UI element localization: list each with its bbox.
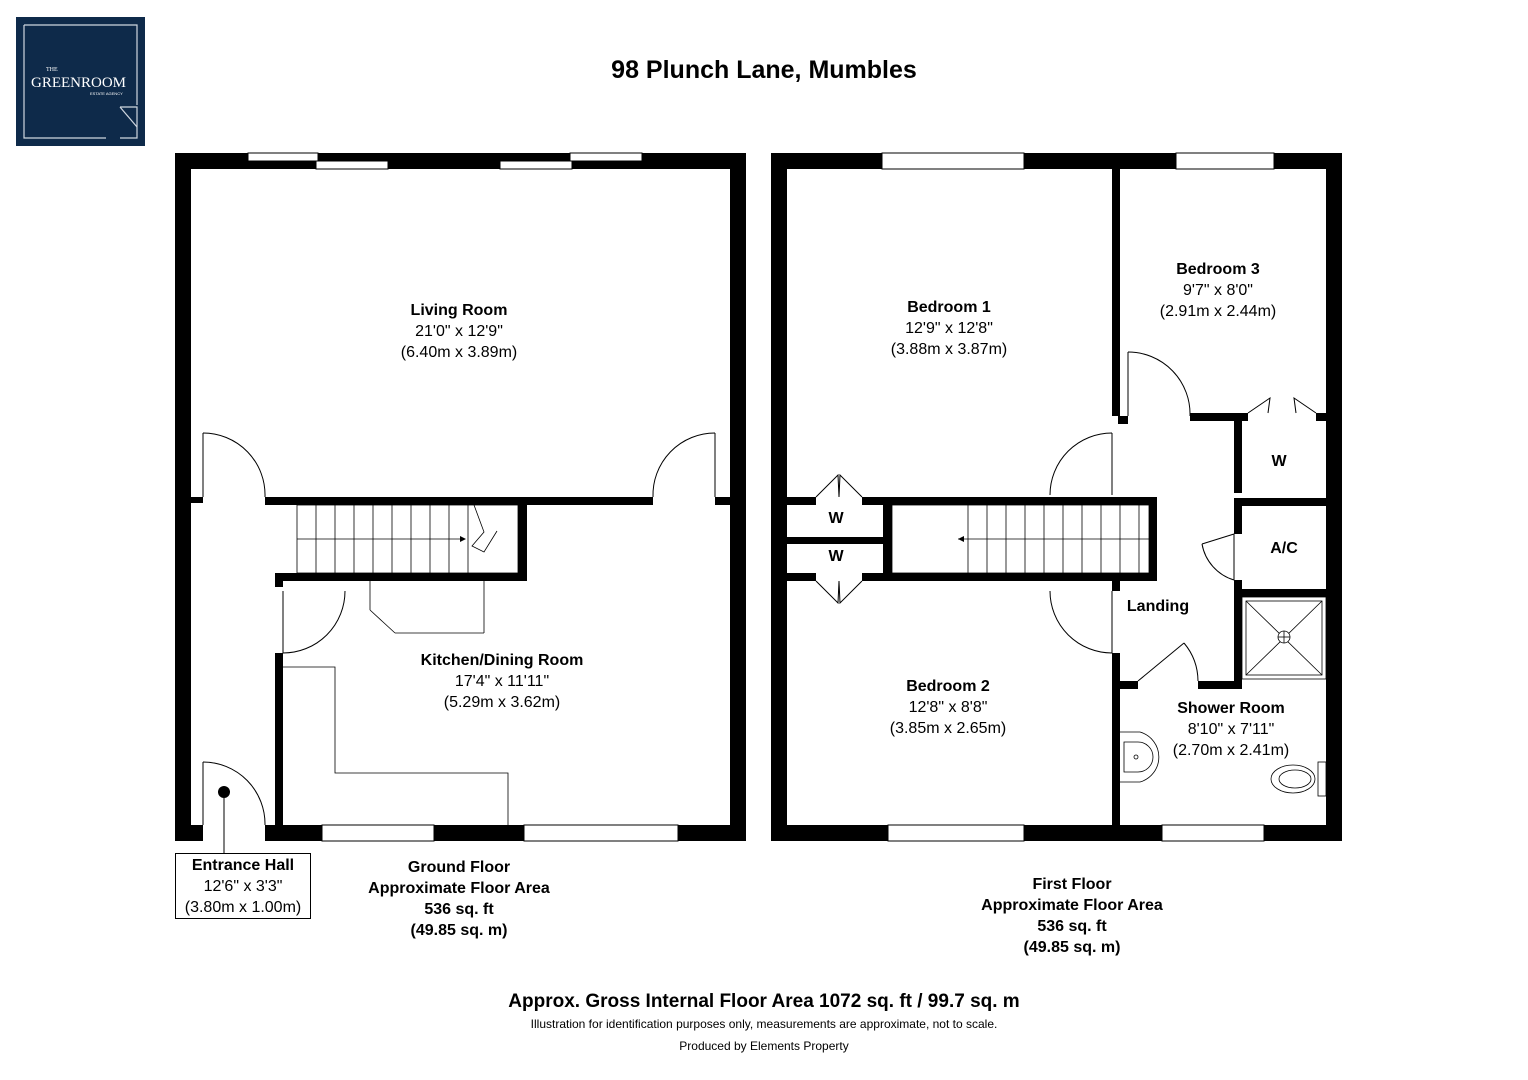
room-name: Shower Room: [1177, 700, 1285, 717]
agency-logo: THE GREENROOM ESTATE AGENCY: [16, 17, 145, 146]
ground-floor-windows: [247, 152, 679, 842]
room-size-imperial: 8'10" x 7'11": [1187, 721, 1275, 738]
first-floor-stairs: [891, 504, 1150, 574]
svg-text:ESTATE AGENCY: ESTATE AGENCY: [90, 91, 123, 96]
room-size-metric: (3.80m x 1.00m): [184, 899, 302, 916]
bedroom-1-label: Bedroom 1 12'9" x 12'8" (3.88m x 3.87m): [829, 297, 1069, 360]
shower-tray: [1241, 596, 1327, 680]
first-floor-area: First Floor Approximate Floor Area 536 s…: [942, 874, 1202, 958]
disclaimer: Illustration for identification purposes…: [530, 1017, 998, 1031]
basin: [1120, 731, 1160, 783]
room-name: Bedroom 3: [1176, 261, 1260, 278]
living-room-label: Living Room 21'0" x 12'9" (6.40m x 3.89m…: [339, 300, 579, 363]
floor-area-sqft: 536 sq. ft: [424, 901, 494, 918]
entrance-hall-label: Entrance Hall 12'6" x 3'3" (3.80m x 1.00…: [175, 853, 311, 919]
floor-area-caption: Approximate Floor Area: [981, 897, 1163, 914]
wardrobe-label: W: [828, 510, 844, 527]
floor-name: First Floor: [1032, 876, 1112, 893]
bedroom-3-label: Bedroom 3 9'7" x 8'0" (2.91m x 2.44m): [1098, 259, 1338, 322]
svg-text:THE: THE: [46, 67, 58, 73]
ground-floor-doors: [202, 432, 716, 826]
kitchen-worktop: [283, 666, 509, 825]
room-size-metric: (3.85m x 2.65m): [889, 720, 1007, 737]
shower-room-label: Shower Room 8'10" x 7'11" (2.70m x 2.41m…: [1111, 698, 1351, 761]
room-name: Bedroom 2: [906, 678, 990, 695]
floor-name: Ground Floor: [407, 859, 511, 876]
room-size-imperial: 12'6" x 3'3": [203, 878, 283, 895]
airing-cupboard-label: A/C: [1270, 540, 1298, 557]
room-size-imperial: 9'7" x 8'0": [1183, 282, 1253, 299]
room-size-imperial: 21'0" x 12'9": [415, 323, 503, 340]
room-name: Living Room: [410, 302, 508, 319]
room-size-imperial: 12'8" x 8'8": [908, 699, 988, 716]
kitchen-dining-label: Kitchen/Dining Room 17'4" x 11'11" (5.29…: [382, 650, 622, 713]
svg-text:GREENROOM: GREENROOM: [31, 75, 126, 91]
wardrobe-label: W: [828, 548, 844, 565]
floor-area-sqft: 536 sq. ft: [1037, 918, 1107, 935]
first-floor-windows: [881, 152, 1275, 842]
room-size-imperial: 12'9" x 12'8": [905, 320, 993, 337]
room-size-imperial: 17'4" x 11'11": [454, 673, 550, 690]
first-floor-doors: [815, 351, 1317, 682]
ground-floor-area: Ground Floor Approximate Floor Area 536 …: [329, 857, 589, 941]
room-size-metric: (3.88m x 3.87m): [890, 341, 1008, 358]
room-size-metric: (2.70m x 2.41m): [1172, 742, 1290, 759]
floor-area-sqm: (49.85 sq. m): [410, 922, 508, 939]
wardrobe-label: W: [1271, 453, 1287, 470]
landing-label: Landing: [1126, 598, 1190, 615]
bedroom-2-label: Bedroom 2 12'8" x 8'8" (3.85m x 2.65m): [828, 676, 1068, 739]
ground-floor-walls: [175, 153, 746, 841]
door-knob: [218, 786, 230, 798]
room-name: Bedroom 1: [907, 299, 991, 316]
produced-by: Produced by Elements Property: [679, 1039, 849, 1053]
floor-area-caption: Approximate Floor Area: [368, 880, 550, 897]
ground-floor-stairs: [296, 504, 519, 634]
room-size-metric: (2.91m x 2.44m): [1159, 303, 1277, 320]
page-title: 98 Plunch Lane, Mumbles: [611, 56, 917, 84]
room-name: Entrance Hall: [191, 857, 295, 874]
floor-area-sqm: (49.85 sq. m): [1023, 939, 1121, 956]
toilet: [1270, 761, 1327, 797]
room-size-metric: (5.29m x 3.62m): [443, 694, 561, 711]
room-size-metric: (6.40m x 3.89m): [400, 344, 518, 361]
room-name: Kitchen/Dining Room: [420, 652, 584, 669]
gross-floor-area: Approx. Gross Internal Floor Area 1072 s…: [508, 991, 1020, 1012]
